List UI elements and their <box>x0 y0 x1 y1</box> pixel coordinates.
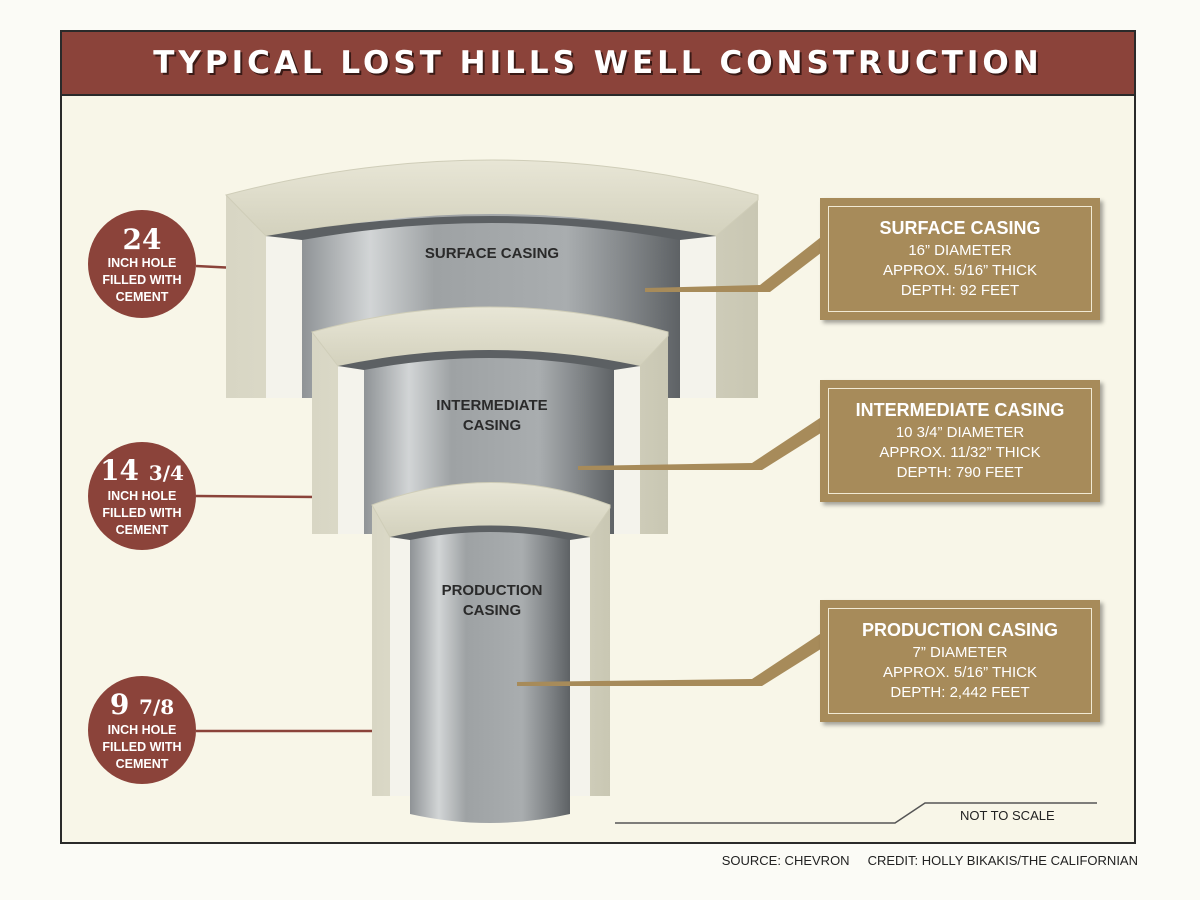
surface-casing-top <box>266 216 716 240</box>
hole-24-circle: 24 INCH HOLE FILLED WITH CEMENT <box>88 210 196 318</box>
infobox-depth: DEPTH: 92 FEET <box>900 282 1020 299</box>
infobox-diameter: 7” DIAMETER <box>912 644 1008 661</box>
production-casing-label: PRODUCTION CASING <box>441 582 543 619</box>
infobox-title: INTERMEDIATE CASING <box>855 400 1065 420</box>
infobox-title: PRODUCTION CASING <box>861 620 1058 640</box>
intermediate-cement-white-left <box>338 364 366 534</box>
infobox-thickness: APPROX. 5/16” THICK <box>883 664 1037 681</box>
intermediate-cement-white-right <box>614 364 640 534</box>
infobox-depth: DEPTH: 790 FEET <box>896 464 1024 481</box>
intermediate-casing-label: INTERMEDIATE CASING <box>436 397 548 434</box>
surface-cement-white-left <box>266 232 304 398</box>
title-bar: TYPICAL LOST HILLS WELL CONSTRUCTION <box>62 32 1134 96</box>
infobox-leaders <box>517 230 832 686</box>
intermediate-casing-top <box>338 350 640 370</box>
infobox-thickness: APPROX. 5/16” THICK <box>883 262 1037 279</box>
surface-cement-white-right <box>680 232 716 398</box>
production-hole <box>371 482 611 823</box>
footer-credits: SOURCE: CHEVRON CREDIT: HOLLY BIKAKIS/TH… <box>722 853 1138 868</box>
source-text: SOURCE: CHEVRON <box>721 853 850 868</box>
production-casing-body <box>410 526 570 823</box>
hole-14-circle: 14 3/4 INCH HOLE FILLED WITH CEMENT <box>88 442 196 550</box>
intermediate-hole <box>311 306 669 534</box>
hole-9-circle: 9 7/8 INCH HOLE FILLED WITH CEMENT <box>88 676 196 784</box>
infobox-depth: DEPTH: 2,442 FEET <box>890 684 1030 701</box>
infobox-thickness: APPROX. 11/32” THICK <box>879 444 1041 461</box>
page-title: TYPICAL LOST HILLS WELL CONSTRUCTION <box>153 45 1043 81</box>
production-casing-infobox: PRODUCTION CASING 7” DIAMETER APPROX. 5/… <box>820 600 1100 722</box>
surface-casing-infobox: SURFACE CASING 16” DIAMETER APPROX. 5/16… <box>820 198 1100 320</box>
production-cement-white-right <box>568 535 590 796</box>
hole-connector-14 <box>195 494 319 499</box>
not-to-scale-line <box>615 802 1097 824</box>
credit-text: CREDIT: HOLLY BIKAKIS/THE CALIFORNIAN <box>867 853 1138 868</box>
production-casing-top <box>390 525 590 540</box>
not-to-scale-note: NOT TO SCALE <box>960 808 1055 823</box>
infobox-title: SURFACE CASING <box>879 218 1041 238</box>
surface-casing-label: SURFACE CASING <box>424 245 560 262</box>
intermediate-leader <box>578 410 832 470</box>
infobox-diameter: 10 3/4” DIAMETER <box>895 424 1025 441</box>
surface-leader <box>645 230 830 292</box>
intermediate-casing-infobox: INTERMEDIATE CASING 10 3/4” DIAMETER APP… <box>820 380 1100 502</box>
production-cement-white-left <box>390 535 412 796</box>
infobox-diameter: 16” DIAMETER <box>908 242 1012 259</box>
